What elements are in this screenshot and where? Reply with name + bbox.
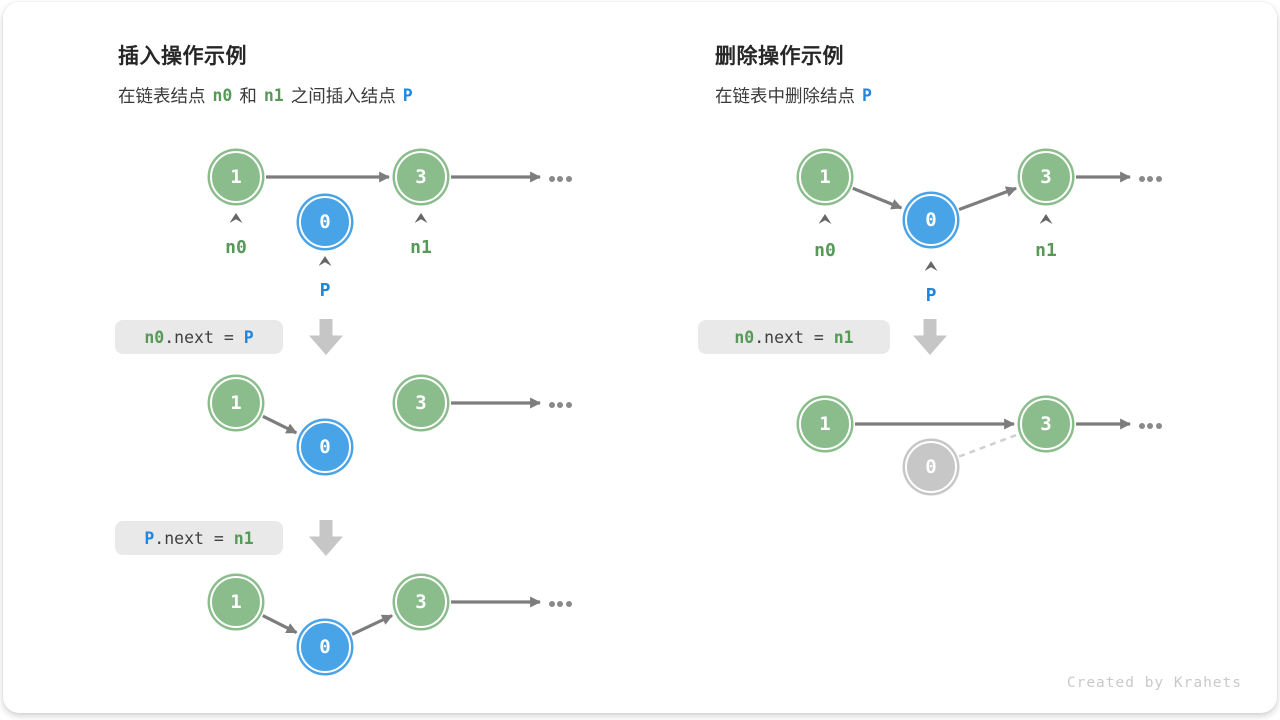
list-node-green: 3 [1020,398,1072,450]
next-pointer-arrow [958,186,1018,211]
node-value: 3 [415,392,427,414]
node-value: 0 [925,209,937,231]
pointer-label: P [319,280,331,301]
node-value: 3 [415,166,427,188]
subtitle-code-token: P [402,86,413,105]
code-token: n0 [144,327,165,347]
pointer-caret-icon [818,214,832,224]
subtitle-text: 和 [239,86,257,106]
node-value: 3 [1040,413,1052,435]
list-node-green: 1 [799,398,851,450]
list-node-green: 3 [395,576,447,628]
delete-panel-header: 删除操作示例 在链表中删除结点 P [715,40,879,108]
code-token: n0 [734,327,755,347]
dashed-pointer-arrow [958,434,1017,458]
list-node-green: 1 [210,576,262,628]
ellipsis-icon [548,176,572,182]
pointer-label: n0 [814,240,836,261]
next-pointer-arrow [262,614,298,634]
node-value: 1 [230,166,242,188]
node-value: 0 [319,436,331,458]
subtitle-text: 在链表结点 [118,86,206,106]
list-node-green: 3 [395,377,447,429]
pointer-caret-icon [924,261,938,271]
node-value: 3 [1040,166,1052,188]
ellipsis-icon [1138,423,1162,429]
node-value: 0 [925,456,937,478]
node-value: 3 [415,591,427,613]
subtitle-code-token: P [862,86,872,105]
next-pointer-arrow [262,414,298,435]
pointer-label: n1 [410,237,432,258]
ellipsis-icon [548,601,572,607]
subtitle-text: 之间插入结点 [290,86,396,106]
node-value: 1 [230,591,242,613]
code-token: P [243,327,254,347]
code-token: n1 [233,528,254,548]
list-node-blue: 0 [299,196,351,248]
code-text: .next = [154,528,234,548]
pointer-caret-icon [318,256,332,266]
subtitle-code-token: n0 [212,86,233,105]
subtitle-text: 在链表中删除结点 [715,86,855,106]
code-token: n1 [833,327,854,347]
delete-panel-title: 删除操作示例 [715,45,844,68]
code-token: P [144,528,155,548]
pointer-label: n0 [225,237,247,258]
code-box: P.next = n1 [115,521,283,555]
list-node-green: 1 [210,151,262,203]
node-value: 0 [319,636,331,658]
node-value: 1 [230,392,242,414]
pointer-label: P [925,285,937,306]
list-node-blue: 0 [299,621,351,673]
list-node-green: 3 [1020,151,1072,203]
list-node-green: 3 [395,151,447,203]
node-value: 0 [319,211,331,233]
next-pointer-arrow [351,614,394,636]
next-pointer-arrow [852,186,903,210]
pointer-caret-icon [414,213,428,223]
delete-panel-subtitle: 在链表中删除结点 P [715,83,879,108]
pointer-label: n1 [1035,240,1057,261]
code-box: n0.next = n1 [698,320,890,354]
code-text: .next = [164,327,244,347]
list-node-green: 1 [799,151,851,203]
ellipsis-icon [548,402,572,408]
credit-text: Created by Krahets [1066,675,1242,691]
subtitle-code-token: n1 [263,86,284,105]
pointer-caret-icon [1039,214,1053,224]
list-node-green: 1 [210,377,262,429]
insert-panel-subtitle: 在链表结点 n0 和 n1 之间插入结点 P [118,83,420,108]
pointer-caret-icon [229,213,243,223]
list-node-blue: 0 [299,421,351,473]
list-node-blue: 0 [905,194,957,246]
code-box: n0.next = P [115,320,283,354]
node-value: 1 [819,413,831,435]
code-text: .next = [754,327,834,347]
node-value: 1 [819,166,831,188]
insert-panel-title: 插入操作示例 [118,45,247,68]
ellipsis-icon [1138,176,1162,182]
list-node-gray: 0 [905,441,957,493]
insert-panel-header: 插入操作示例 在链表结点 n0 和 n1 之间插入结点 P [118,40,420,108]
